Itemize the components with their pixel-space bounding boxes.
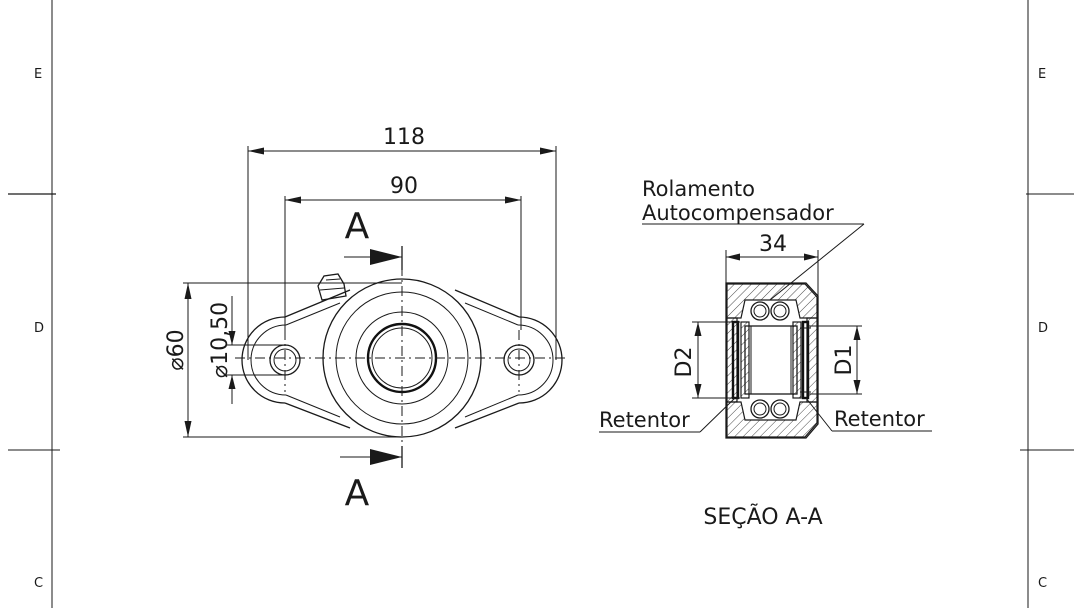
dim-outer-diameter-text: ⌀60 [164, 329, 189, 370]
section-mark-bottom: A [345, 473, 370, 514]
dimension-34: 34 [725, 232, 819, 296]
grease-nipple [317, 273, 347, 301]
dimension-diameter-10-50: ⌀10,50 [208, 296, 285, 404]
label-seal-left: Retentor [599, 408, 690, 432]
seal-right [800, 320, 811, 400]
dim-hole-diameter-text: ⌀10,50 [208, 302, 233, 378]
leader-seal-right: Retentor [805, 397, 932, 432]
flange-outline [241, 289, 563, 429]
dimension-118: 118 [247, 125, 557, 360]
front-view: 118 90 ⌀60 ⌀10,50 [164, 125, 568, 514]
label-seal-right: Retentor [834, 407, 925, 431]
zone-right-e: E [1038, 67, 1046, 82]
dim-hole-spacing-text: 90 [390, 174, 418, 199]
section-view: 34 D2 D1 Rolamento Autocompensador [599, 177, 932, 530]
leader-seal-left: Retentor [599, 397, 736, 433]
zone-left-d: D [34, 321, 44, 336]
zone-left-e: E [34, 67, 42, 82]
zone-right-d: D [1038, 321, 1048, 336]
leader-bearing: Rolamento Autocompensador [642, 177, 865, 301]
bearing-balls [750, 301, 790, 419]
dim-d2-text: D2 [672, 347, 697, 378]
section-mark-top: A [345, 206, 370, 247]
bearing-inner-ring [740, 321, 802, 399]
zone-right-c: C [1038, 576, 1047, 591]
dimension-diameter-60: ⌀60 [164, 282, 402, 438]
label-bearing-line2: Autocompensador [642, 201, 834, 225]
center-lines [235, 246, 568, 466]
dim-d1-text: D1 [832, 345, 857, 376]
zone-markers: E D C E D C [34, 67, 1048, 591]
dimension-d1: D1 [808, 325, 862, 395]
dimension-d2: D2 [672, 321, 740, 399]
section-plane-marker: A A [340, 206, 403, 514]
zone-left-c: C [34, 576, 43, 591]
drawing-frame [8, 0, 1074, 608]
dim-section-width-text: 34 [759, 232, 787, 257]
label-bearing-line1: Rolamento [642, 177, 755, 201]
section-title: SEÇÃO A-A [703, 503, 822, 530]
dim-overall-width-text: 118 [383, 125, 425, 150]
dimension-90: 90 [284, 174, 522, 330]
